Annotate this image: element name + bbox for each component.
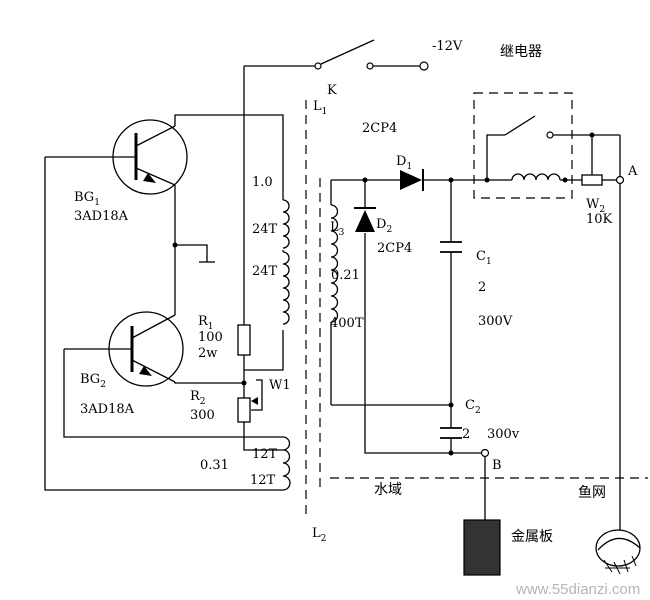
bg1-model: 3AD18A <box>74 209 129 224</box>
capacitor-c2 <box>440 427 462 439</box>
water-label: 水域 <box>374 482 402 498</box>
bg2-label: BG2 <box>80 372 106 390</box>
plate-label: 金属板 <box>511 529 553 545</box>
switch-k-label: K <box>327 83 337 98</box>
c1-voltage: 300V <box>478 314 513 329</box>
relay-box <box>473 92 620 199</box>
l3-turns: 400T <box>330 316 364 331</box>
r2-value: 300 <box>190 408 215 423</box>
c1-label: C1 <box>476 249 492 267</box>
l1-tap-3: 24T <box>252 264 278 279</box>
c2-label: C2 <box>465 398 481 416</box>
resistor-r1 <box>237 324 251 356</box>
d1-model: 2CP4 <box>362 121 397 136</box>
node-a-label: A <box>627 164 638 179</box>
transistor-bg1 <box>45 119 188 195</box>
coil-l3 <box>330 180 339 405</box>
d2-model: 2CP4 <box>377 241 412 256</box>
l1-tap-1: 1.0 <box>252 175 273 190</box>
d2-label: D2 <box>376 217 392 235</box>
net-label: 鱼网 <box>578 484 606 501</box>
switch-k <box>314 39 429 71</box>
bg2-model: 3AD18A <box>80 402 135 417</box>
relay-label: 继电器 <box>500 44 542 60</box>
r1-power: 2w <box>198 346 217 361</box>
l2-tap-1: 12T <box>252 447 278 462</box>
w2-value: 10K <box>586 212 613 227</box>
transistor-bg2 <box>64 311 184 387</box>
oscillator-wiring <box>44 65 316 491</box>
rectifier-wiring <box>331 177 487 456</box>
diode-d2 <box>354 207 376 232</box>
r2-label: R2 <box>190 389 206 407</box>
supply-label: -12V <box>432 39 463 54</box>
capacitor-c1 <box>440 241 462 253</box>
metal-plate <box>463 519 501 576</box>
resistor-r2 <box>237 397 251 423</box>
l2-wire: 0.31 <box>200 458 229 473</box>
node-b-label: B <box>492 458 502 473</box>
l1-label: L1 <box>313 99 327 117</box>
watermark: www.55dianzi.com <box>515 581 640 598</box>
coil-l1 <box>282 199 290 325</box>
l3-wire: 0.21 <box>331 268 360 283</box>
potentiometer-w1-wiper <box>251 397 258 405</box>
l3-label: L3 <box>330 220 345 238</box>
l1-tap-2: 24T <box>252 222 278 237</box>
w1-label: W1 <box>269 378 291 393</box>
d1-label: D1 <box>396 154 412 172</box>
c2-voltage: 300v <box>487 427 520 442</box>
c1-value: 2 <box>478 280 486 295</box>
bg1-label: BG1 <box>74 190 100 208</box>
coil-l2 <box>282 436 291 491</box>
c2-value: 2 <box>462 427 470 442</box>
l2-label: L2 <box>312 526 326 544</box>
node-b <box>480 448 490 520</box>
l2-tap-2: 12T <box>250 473 276 488</box>
resistor-w2 <box>581 132 625 530</box>
fishing-net-icon <box>595 529 641 575</box>
diode-d1 <box>400 169 424 191</box>
w2-label: W2 <box>586 197 605 215</box>
r1-value: 100 <box>198 330 223 345</box>
r1-label: R1 <box>198 314 214 332</box>
